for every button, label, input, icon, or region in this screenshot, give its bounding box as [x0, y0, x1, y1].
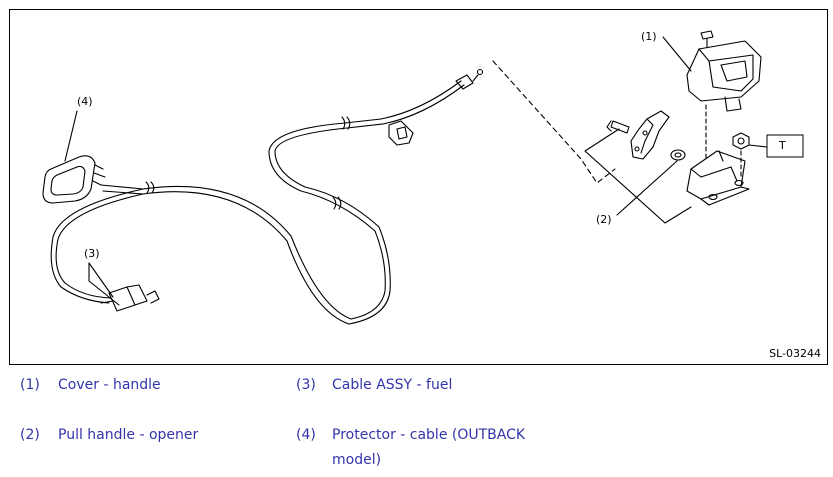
legend-num-2: (2) — [20, 427, 40, 443]
legend-text-4: Protector - cable (OUTBACK model) — [332, 427, 526, 468]
torque-callout-box — [766, 134, 804, 158]
callout-label-2: (2) — [596, 213, 612, 226]
legend-num-1: (1) — [20, 377, 40, 393]
legend-num-3: (3) — [296, 377, 316, 393]
routing-dashed-line — [492, 60, 616, 184]
cover-handle-part — [686, 30, 768, 150]
callout-label-3: (3) — [84, 247, 100, 260]
fuel-cable-assembly — [50, 68, 484, 325]
exploded-view-drawing — [42, 30, 804, 325]
legend-text-3: Cable ASSY - fuel — [332, 377, 453, 393]
torque-label: T — [779, 139, 786, 152]
legend-num-4: (4) — [296, 427, 316, 443]
legend-text-1: Cover - handle — [58, 377, 161, 393]
leader-1 — [662, 36, 692, 72]
pull-handle-opener-part — [584, 110, 750, 224]
parts-diagram: (1) (4) (3) (2) T SL-03244 — [9, 9, 828, 365]
leader-3 — [88, 262, 120, 306]
leader-4 — [64, 110, 78, 162]
legend-text-2: Pull handle - opener — [58, 427, 199, 443]
callout-label-1: (1) — [641, 30, 657, 43]
figure-code: SL-03244 — [769, 347, 821, 360]
callout-label-4: (4) — [77, 95, 93, 108]
cable-protector-part — [42, 155, 106, 204]
